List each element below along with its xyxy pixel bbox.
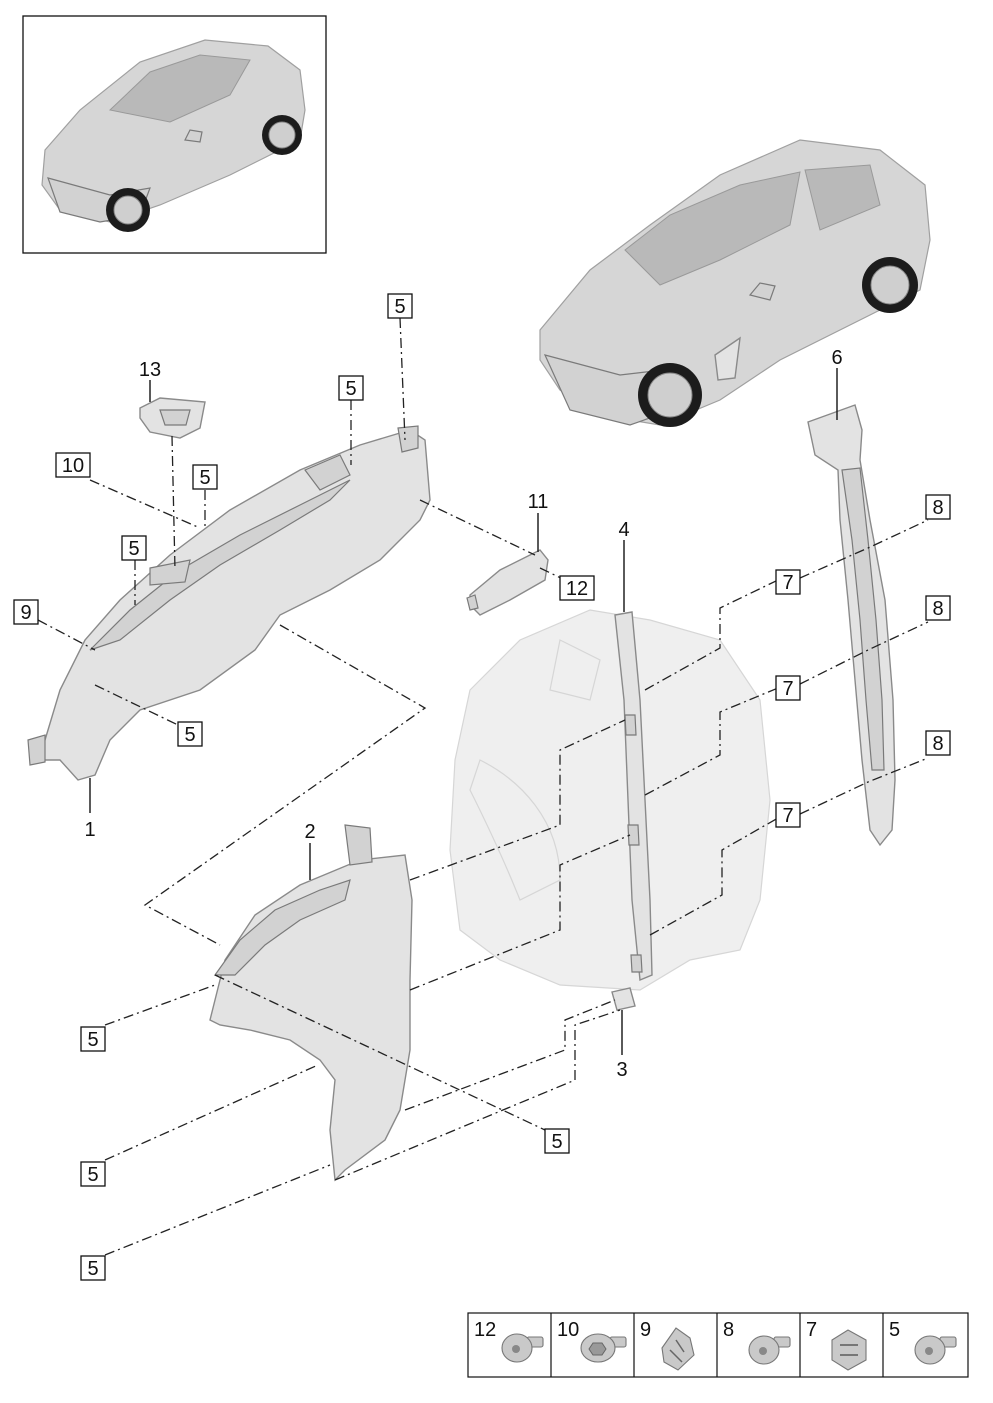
callout-11: 11 [528,491,549,513]
overview-car-illustration [41,39,306,232]
boxed-callout-5: 5 [177,721,203,747]
boxed-callout-5: 5 [338,375,364,401]
part-2-front-fender-liner [209,824,413,1182]
leader-lines [37,317,929,1256]
part-6-trim-panel [807,404,896,847]
callout-2: 2 [304,821,315,843]
screw-icon [914,1335,957,1365]
part-11-bracket [466,549,549,616]
svg-text:7: 7 [806,1319,817,1341]
svg-text:7: 7 [782,805,793,827]
part-13-bracket [139,397,206,439]
legend-item-8: 8 [723,1319,791,1365]
screw-icon [501,1333,544,1363]
svg-text:7: 7 [782,572,793,594]
boxed-callout-8: 8 [925,730,951,756]
boxed-callout-7: 7 [775,675,801,701]
svg-text:9: 9 [20,602,31,624]
svg-text:5: 5 [128,538,139,560]
part-4-seal-strip [614,611,653,982]
legend-item-7: 7 [806,1319,867,1371]
part-1-wheelhouse-liner [27,425,431,781]
boxed-callout-8: 8 [925,494,951,520]
callout-3: 3 [616,1059,627,1081]
svg-text:5: 5 [87,1258,98,1280]
boxed-callout-5: 5 [80,1161,106,1187]
clip-icon [661,1327,695,1371]
svg-text:5: 5 [184,724,195,746]
callout-1: 1 [84,819,95,841]
svg-text:9: 9 [640,1319,651,1341]
boxed-callout-5: 5 [80,1026,106,1052]
svg-text:8: 8 [932,733,943,755]
svg-text:10: 10 [62,455,84,477]
svg-text:5: 5 [394,296,405,318]
screw-icon [748,1335,791,1365]
vehicle-illustration [539,139,931,427]
boxed-callouts: 5 5 5 5 10 9 5 12 8 7 8 7 8 7 5 5 5 5 [13,293,951,1281]
svg-text:5: 5 [199,467,210,489]
boxed-callout-12: 12 [559,575,595,601]
callout-6: 6 [831,347,842,369]
svg-text:8: 8 [932,598,943,620]
boxed-callout-5: 5 [121,535,147,561]
rivet-clip-icon [831,1329,867,1371]
boxed-callout-9: 9 [13,599,39,625]
overview-inset [22,15,327,254]
svg-text:7: 7 [782,678,793,700]
boxed-callout-5: 5 [80,1255,106,1281]
nut-icon [580,1333,627,1363]
callout-13: 13 [139,359,161,381]
boxed-callout-7: 7 [775,569,801,595]
svg-text:5: 5 [551,1131,562,1153]
plain-callouts: 13 11 4 6 1 2 3 [84,347,842,1081]
fastener-legend: 12 10 9 8 [467,1312,969,1378]
part-3-clip [611,987,636,1011]
boxed-callout-8: 8 [925,595,951,621]
boxed-callout-7: 7 [775,802,801,828]
boxed-callout-5: 5 [192,464,218,490]
solid-leaders [89,368,838,1055]
svg-text:5: 5 [87,1029,98,1051]
legend-item-10: 10 [557,1319,627,1363]
body-structure-background [449,609,771,991]
svg-text:12: 12 [566,578,588,600]
legend-item-9: 9 [640,1319,695,1371]
svg-text:5: 5 [889,1319,900,1341]
svg-text:8: 8 [723,1319,734,1341]
legend-item-12: 12 [474,1319,544,1363]
svg-text:12: 12 [474,1319,496,1341]
svg-text:5: 5 [345,378,356,400]
svg-text:8: 8 [932,497,943,519]
boxed-callout-10: 10 [55,452,91,478]
callout-4: 4 [618,519,629,541]
boxed-callout-5: 5 [387,293,413,319]
svg-text:5: 5 [87,1164,98,1186]
svg-text:10: 10 [557,1319,579,1341]
boxed-callout-5: 5 [544,1128,570,1154]
legend-item-5: 5 [889,1319,957,1365]
